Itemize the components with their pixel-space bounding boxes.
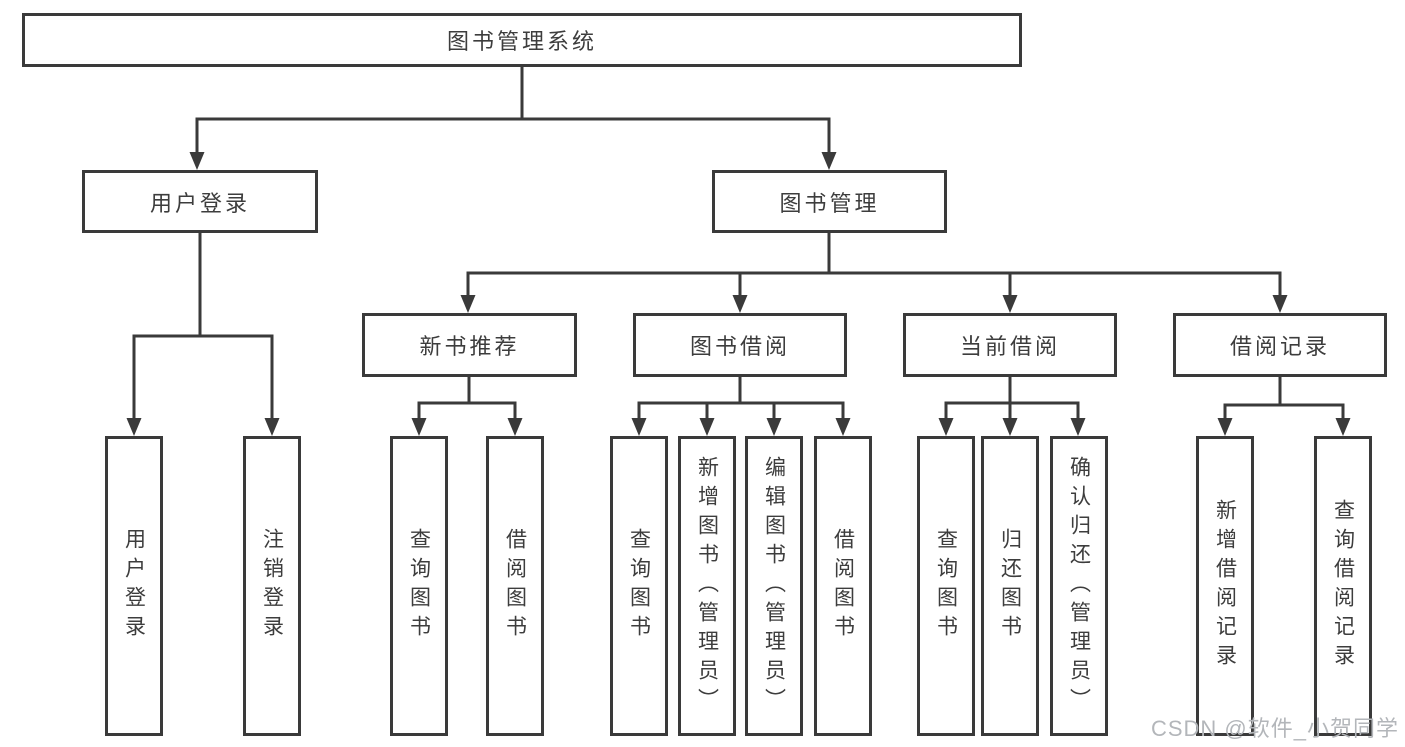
leaf-add-book-admin: 新增图书（管理员）	[678, 436, 736, 736]
leaf-return-books: 归还图书	[981, 436, 1039, 736]
node-borrow-records: 借阅记录	[1173, 313, 1387, 377]
leaf-edit-book-admin: 编辑图书（管理员）	[745, 436, 803, 736]
node-root-library-system: 图书管理系统	[22, 13, 1022, 67]
leaf-query-books-borrow: 查询图书	[610, 436, 668, 736]
node-book-management: 图书管理	[712, 170, 947, 233]
leaf-borrow-books: 借阅图书	[814, 436, 872, 736]
leaf-query-books-recommend: 查询图书	[390, 436, 448, 736]
leaf-confirm-return-admin: 确认归还（管理员）	[1050, 436, 1108, 736]
leaf-logout: 注销登录	[243, 436, 301, 736]
node-current-borrow: 当前借阅	[903, 313, 1117, 377]
leaf-user-login: 用户登录	[105, 436, 163, 736]
node-book-borrow: 图书借阅	[633, 313, 847, 377]
leaf-add-borrow-record: 新增借阅记录	[1196, 436, 1254, 736]
leaf-query-books-current: 查询图书	[917, 436, 975, 736]
node-new-book-recommend: 新书推荐	[362, 313, 577, 377]
leaf-borrow-books-recommend: 借阅图书	[486, 436, 544, 736]
csdn-watermark: CSDN @软件_小贺同学	[1150, 716, 1399, 741]
leaf-query-borrow-record: 查询借阅记录	[1314, 436, 1372, 736]
arrowheads	[126, 152, 1351, 436]
node-user-login: 用户登录	[82, 170, 318, 233]
